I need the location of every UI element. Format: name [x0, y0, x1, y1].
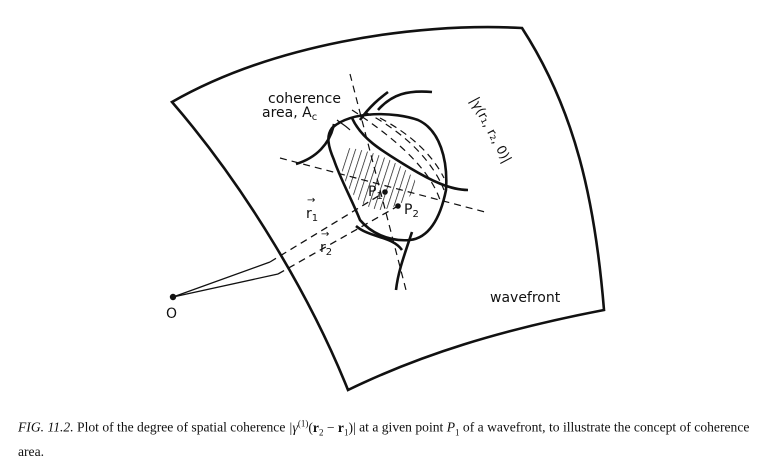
r1-arrow-glyph: → [307, 195, 315, 206]
coherence-label-line2: area, Ac [262, 105, 317, 123]
point-p2 [395, 203, 401, 209]
figure-caption: FIG. 11.2. Plot of the degree of spatial… [18, 414, 753, 461]
caption-text-mid: at a given point [355, 419, 447, 435]
gamma-expression-label: |γ(r₁, r₂, 0)| [466, 95, 513, 166]
p2-label: P2 [404, 202, 419, 220]
coherence-label-pointer [336, 119, 351, 131]
r1-label: r1 [306, 206, 318, 224]
caption-text-before: Plot of the degree of spatial coherence [73, 419, 289, 435]
origin-point [169, 293, 177, 301]
caption-point-sub: 1 [455, 427, 460, 438]
r2-arrow-glyph: → [321, 229, 329, 240]
coherence-diagram: coherence area, Ac r1 → r2 → P1 P2 O wav… [166, 25, 606, 392]
coherence-label-line1: coherence [268, 91, 341, 107]
r2-label: r2 [320, 240, 332, 258]
coherence-surface [295, 90, 469, 291]
caption-formula: |γ(1)(r2 − r1)| [288, 418, 356, 438]
caption-text-after: of a wavefront, to illustrate the concep… [18, 419, 750, 460]
point-p1 [382, 189, 388, 195]
caption-point-symbol: P [446, 419, 456, 435]
wavefront-surface [169, 25, 606, 392]
p1-label: P1 [368, 184, 383, 202]
origin-label: O [166, 306, 177, 322]
position-vectors [172, 191, 399, 298]
wavefront-label: wavefront [490, 290, 561, 306]
caption-lead: FIG. 11.2. [18, 419, 74, 435]
